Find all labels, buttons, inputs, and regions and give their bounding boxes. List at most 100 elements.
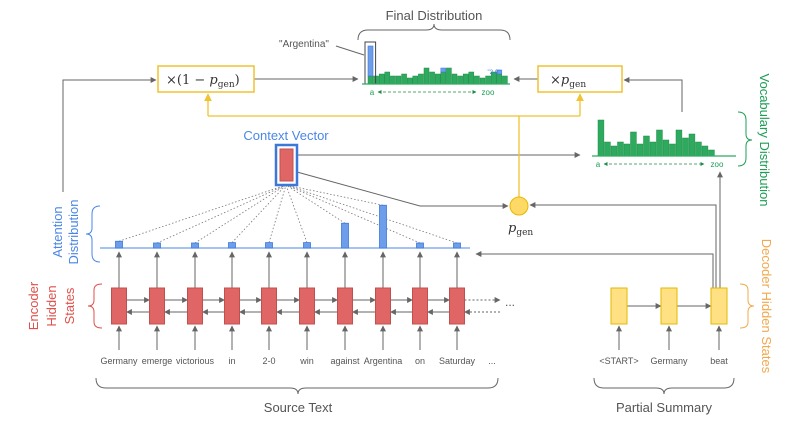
attention-to-context-line bbox=[268, 184, 287, 243]
attention-bar bbox=[153, 242, 161, 249]
final-distribution-bar bbox=[418, 73, 424, 85]
attention-bar bbox=[303, 242, 311, 249]
final-distribution-bar bbox=[378, 73, 385, 85]
final-distribution-bar bbox=[434, 73, 441, 85]
final-distribution: "2-0" a zoo bbox=[362, 41, 510, 97]
attention-to-one-minus-line bbox=[62, 77, 157, 192]
encoder-state-cell bbox=[375, 287, 391, 325]
pgen-box bbox=[537, 65, 623, 93]
final-distribution-bar bbox=[451, 73, 458, 85]
source-text-label: Source Text bbox=[264, 400, 333, 415]
vocab-distribution-bar bbox=[682, 137, 689, 157]
one-minus-pgen-formula: ×(1 − pgen) bbox=[166, 73, 240, 90]
two-zero-annotation: "2-0" bbox=[488, 70, 501, 76]
vocab-distribution-bar bbox=[688, 133, 696, 157]
decoder-hidden-states bbox=[610, 287, 728, 325]
final-distribution-brace bbox=[357, 23, 511, 41]
argentina-pointer bbox=[335, 45, 365, 56]
vocab-distribution-bar bbox=[610, 145, 618, 157]
vocab-end: zoo bbox=[711, 160, 724, 169]
vocabulary-brace bbox=[737, 111, 753, 167]
final-vocab-start: a bbox=[370, 88, 375, 97]
final-distribution-bar bbox=[485, 75, 491, 85]
vocabulary-distribution: a zoo bbox=[592, 119, 736, 169]
vocab-distribution-bar bbox=[649, 141, 657, 157]
final-distribution-bar bbox=[440, 71, 447, 85]
decoder-brace bbox=[739, 283, 755, 329]
vocab-distribution-bar bbox=[708, 149, 715, 157]
source-word: victorious bbox=[176, 356, 215, 366]
attention-distribution-title-1: Attention bbox=[50, 206, 65, 257]
partial-summary-label: Partial Summary bbox=[616, 400, 713, 415]
source-word: win bbox=[299, 356, 314, 366]
final-distribution-bar bbox=[390, 75, 396, 85]
vocab-to-pgen-box-line bbox=[623, 77, 683, 112]
final-distribution-bar bbox=[446, 67, 452, 85]
encoder-title-3: States bbox=[62, 287, 77, 324]
attention-bar bbox=[115, 240, 123, 249]
encoder-state-cell bbox=[224, 287, 240, 325]
attention-bar bbox=[228, 242, 236, 249]
vocab-distribution-bar bbox=[604, 141, 611, 157]
vocab-distribution-bar bbox=[669, 143, 676, 157]
vocab-distribution-bar bbox=[623, 143, 631, 157]
vocab-distribution-bar bbox=[675, 129, 683, 157]
final-distribution-title: Final Distribution bbox=[386, 8, 483, 23]
final-distribution-bar bbox=[474, 75, 480, 85]
summary-word: <START> bbox=[599, 356, 638, 366]
attention-distribution bbox=[100, 204, 470, 249]
pgen-node-label: pgen bbox=[508, 221, 533, 238]
encoder-hidden-states bbox=[111, 287, 465, 325]
final-distribution-attention-overlay bbox=[440, 67, 447, 73]
connector-lines bbox=[62, 76, 723, 350]
final-distribution-bar bbox=[479, 77, 486, 85]
vocab-distribution-bar bbox=[656, 129, 663, 157]
vocab-distribution-bar bbox=[695, 141, 702, 157]
summary-word: beat bbox=[710, 356, 728, 366]
attention-to-context-line bbox=[194, 184, 287, 244]
final-distribution-bar bbox=[429, 71, 435, 85]
final-distribution-bar bbox=[423, 67, 430, 85]
vocab-distribution-bar bbox=[617, 141, 624, 157]
encoder-state-cell bbox=[187, 287, 203, 325]
partial-summary-brace bbox=[593, 377, 735, 395]
final-distribution-attention-overlay bbox=[367, 45, 374, 77]
encoder-state-cell bbox=[149, 287, 165, 325]
encoder-state-cell bbox=[337, 287, 353, 325]
attention-to-context-line bbox=[285, 184, 308, 243]
source-word: ... bbox=[488, 356, 496, 366]
context-to-pgen-line bbox=[296, 171, 509, 209]
encoder-state-cell bbox=[412, 287, 428, 325]
one-minus-pgen-box bbox=[157, 65, 255, 93]
context-vector-inner bbox=[279, 148, 294, 182]
encoder-brace bbox=[87, 283, 103, 329]
vocab-distribution-bar bbox=[662, 139, 670, 157]
attention-bar bbox=[265, 242, 273, 249]
final-distribution-bar bbox=[502, 75, 508, 85]
vocab-start: a bbox=[596, 160, 601, 169]
source-word: 2-0 bbox=[262, 356, 275, 366]
decoder-to-pgen-line bbox=[529, 202, 717, 288]
vocab-distribution-bar bbox=[636, 143, 644, 157]
attention-bar bbox=[191, 242, 199, 249]
source-word: Argentina bbox=[364, 356, 403, 366]
vocabulary-distribution-title: Vocabulary Distribution bbox=[757, 74, 772, 207]
argentina-annotation: "Argentina" bbox=[279, 39, 329, 50]
final-vocab-end: zoo bbox=[482, 88, 495, 97]
vocab-distribution-bar bbox=[643, 135, 650, 157]
pgen-formula: ×pgen bbox=[550, 73, 586, 90]
final-distribution-attention-overlay bbox=[496, 69, 503, 75]
encoder-state-cell bbox=[111, 287, 127, 325]
final-distribution-bar bbox=[401, 73, 407, 85]
encoder-title-2: Hidden bbox=[44, 285, 59, 326]
attention-bar bbox=[379, 204, 387, 249]
vocab-distribution-bar bbox=[701, 145, 709, 157]
attention-to-context-line bbox=[285, 184, 458, 244]
context-vector-title: Context Vector bbox=[243, 128, 329, 143]
final-distribution-bar bbox=[384, 71, 391, 85]
final-distribution-bar bbox=[373, 75, 379, 85]
source-word: emerge bbox=[142, 356, 173, 366]
final-distribution-bar bbox=[406, 77, 413, 85]
attention-bar bbox=[453, 242, 461, 249]
